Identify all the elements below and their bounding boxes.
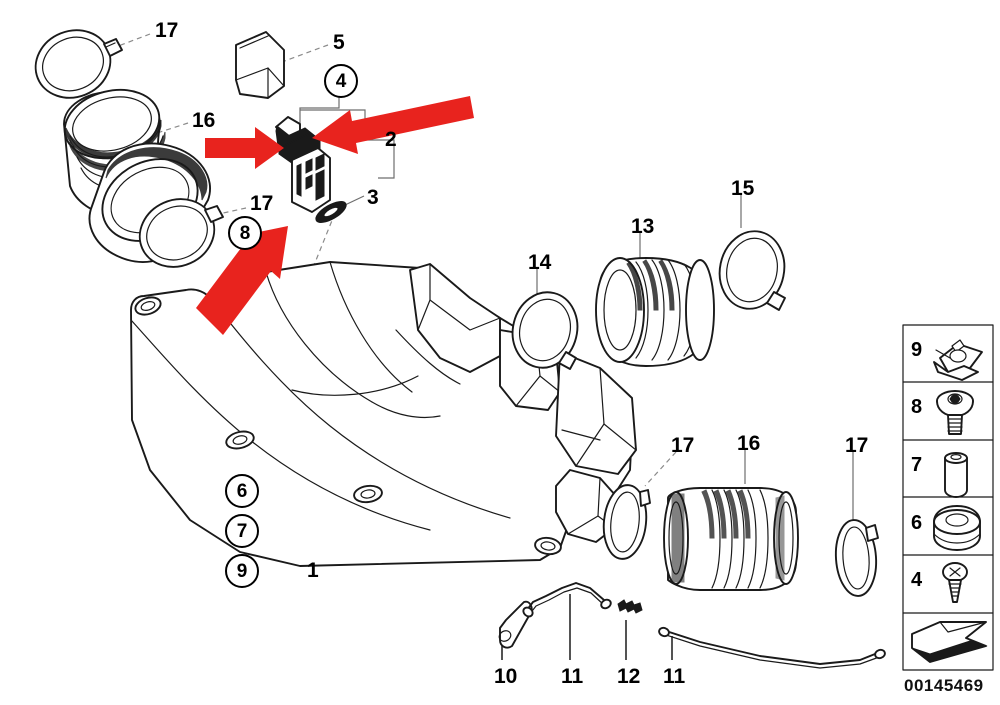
callout-7-circled: 7 [225, 514, 259, 548]
callout-5: 5 [333, 31, 345, 54]
highlight-arrows [196, 96, 474, 335]
connector-fitting-part12 [617, 599, 643, 614]
hose-clamp-part14 [511, 291, 579, 370]
callout-16-upper-left: 16 [192, 109, 216, 132]
legend-number-4: 4 [911, 569, 923, 591]
callout-17-lower-right-a: 17 [671, 434, 695, 457]
callout-11-bent: 11 [561, 665, 584, 688]
mounting-grommet [134, 296, 162, 316]
arrow-left-to-sensor [205, 127, 284, 169]
callout-17-upper-left: 17 [155, 19, 179, 42]
air-boot-part13 [595, 257, 715, 367]
arrow-key-icon [911, 621, 988, 663]
callout-8-circled: 8 [228, 216, 262, 250]
torx-screw-icon [936, 390, 974, 435]
vent-hose-part11-bent [522, 582, 612, 618]
mounting-grommet [534, 536, 562, 556]
callout-17-second-left: 17 [250, 192, 274, 215]
callout-6-circled: 6 [225, 474, 259, 508]
callout-10: 10 [494, 665, 518, 688]
o-ring-seal-part3 [315, 201, 347, 223]
sleeve-icon [944, 452, 968, 498]
mounting-grommet [225, 430, 255, 450]
callout-15: 15 [731, 177, 755, 200]
diagram-id-number: 00145469 [904, 676, 984, 695]
arrow-up-to-manifold [196, 226, 288, 335]
callout-9-circled: 9 [225, 554, 259, 588]
hose-clamp-lower-right-b [834, 519, 879, 597]
arrow-right-to-sensor [312, 96, 474, 154]
hose-clamp-part15 [718, 230, 786, 311]
callout-12: 12 [617, 665, 641, 688]
hose-clamp-upper-left [34, 29, 123, 99]
legend-number-6: 6 [911, 512, 923, 534]
clip-nut-icon [933, 339, 983, 381]
intake-boot-lower-right [663, 487, 799, 591]
callout-17-lower-right-b: 17 [845, 434, 869, 457]
callout-1: 1 [307, 559, 319, 582]
legend-number-8: 8 [911, 396, 923, 418]
vent-hose-part11-long [658, 626, 886, 669]
legend-number-9: 9 [911, 339, 923, 361]
mass-air-flow-sensor-part2 [275, 116, 331, 213]
callout-4-circled: 4 [324, 64, 358, 98]
callout-13: 13 [631, 215, 655, 238]
legend-panel [902, 324, 994, 671]
grommet-icon [933, 505, 981, 551]
callout-16-lower-right: 16 [737, 432, 761, 455]
cover-cap-part5 [235, 31, 285, 99]
screw-icon [942, 562, 968, 603]
callout-2: 2 [385, 128, 397, 151]
mounting-grommet [353, 484, 383, 504]
legend-number-7: 7 [911, 454, 923, 476]
callout-11-long: 11 [663, 665, 686, 688]
hose-clamp-lower-right-a [602, 484, 651, 560]
hose-clamp-second-left [138, 198, 224, 268]
callout-14: 14 [528, 251, 552, 274]
callout-3: 3 [367, 186, 379, 209]
